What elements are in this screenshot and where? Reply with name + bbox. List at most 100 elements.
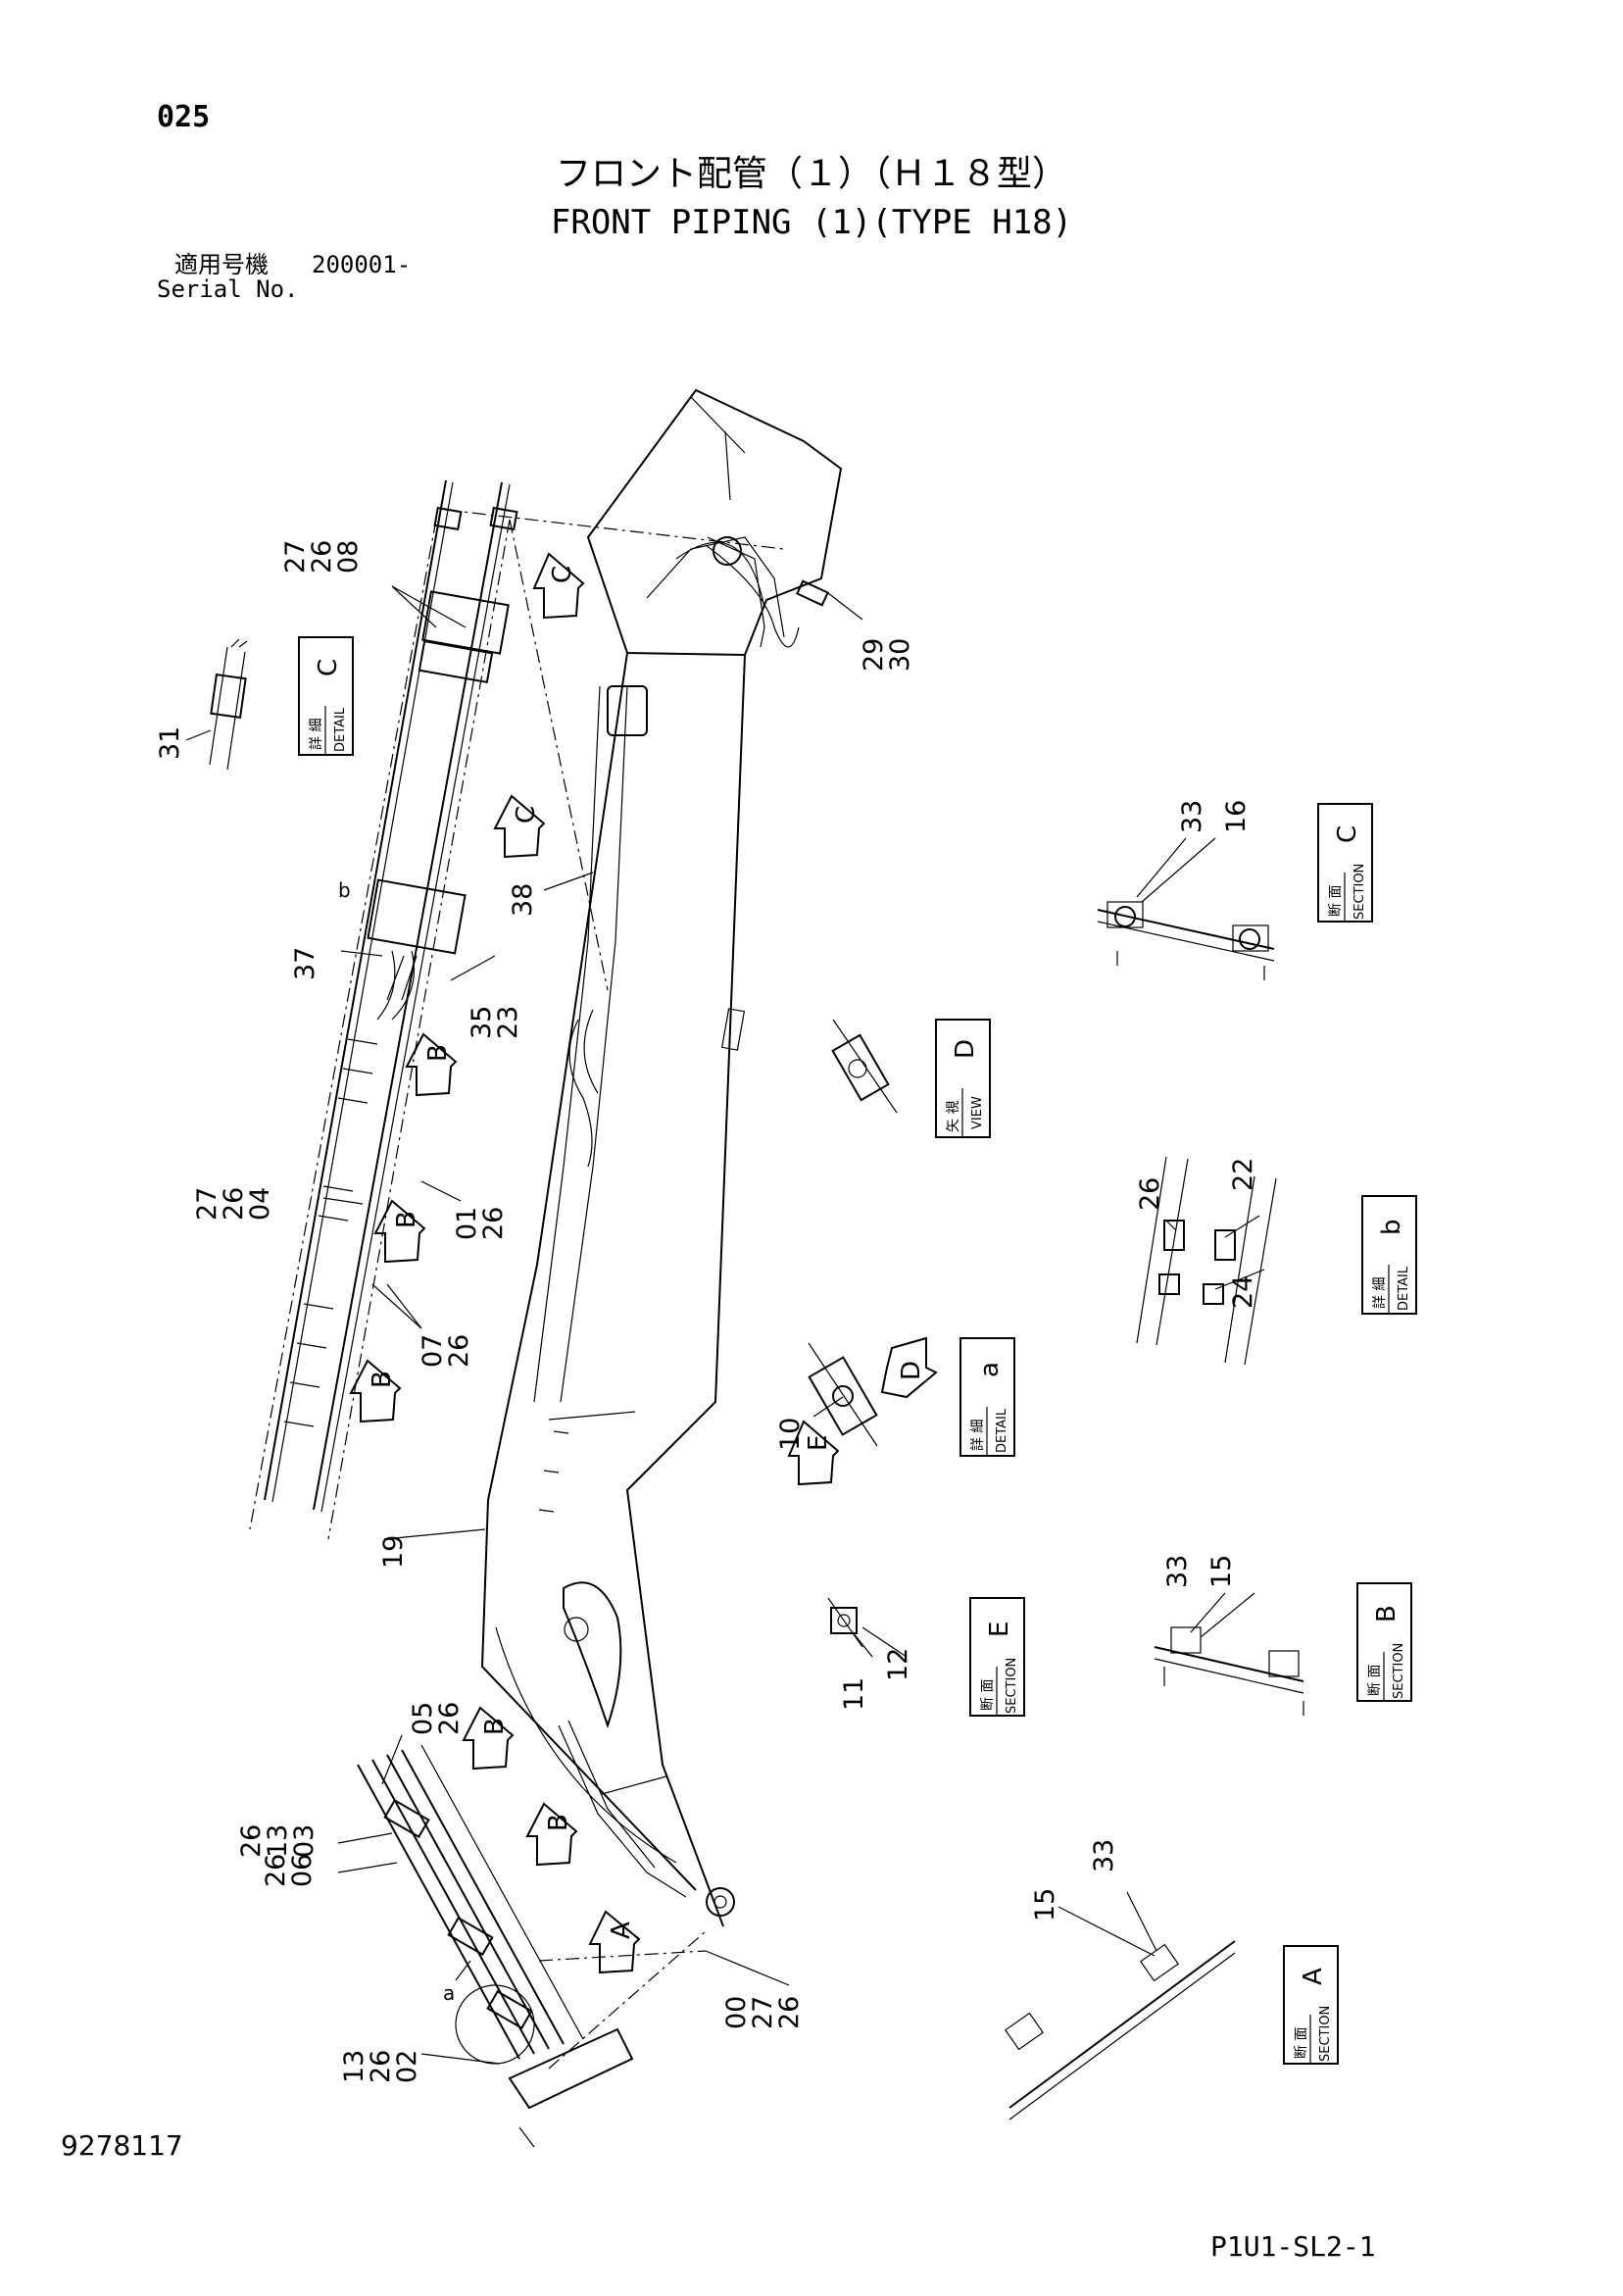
svg-text:C: C bbox=[512, 806, 541, 824]
svg-text:b: b bbox=[1377, 1219, 1406, 1235]
detail-c-sketch bbox=[209, 638, 248, 771]
svg-text:26: 26 bbox=[478, 1207, 509, 1240]
leader-lines bbox=[185, 585, 1265, 2065]
label-detail-a: 詳 細 DETAIL a bbox=[959, 1337, 1015, 1457]
detail-a-sketch bbox=[808, 1342, 878, 1447]
title-japanese: フロント配管（１）（Ｈ１８型） bbox=[555, 154, 1067, 194]
callout-10: 10 bbox=[775, 1418, 806, 1451]
view-arrow-d: D bbox=[880, 1336, 938, 1399]
section-c-sketch bbox=[1097, 901, 1275, 980]
svg-text:01: 01 bbox=[452, 1207, 482, 1240]
view-arrow-c-1: C bbox=[532, 552, 585, 620]
detail-b-sketch bbox=[1136, 1156, 1277, 1366]
svg-text:VIEW: VIEW bbox=[970, 1096, 985, 1129]
serial-label-english: Serial No. bbox=[157, 275, 299, 303]
view-arrow-b-1: B bbox=[405, 1032, 458, 1097]
serial-label-japanese: 適用号機 bbox=[174, 251, 269, 278]
title-english: FRONT PIPING (1)(TYPE H18) bbox=[550, 203, 1073, 242]
label-detail-c: 詳 細 DETAIL C bbox=[298, 636, 354, 756]
svg-text:D: D bbox=[897, 1361, 926, 1380]
svg-text:A: A bbox=[607, 1922, 636, 1939]
callout-27-26-04: 27 26 04 bbox=[192, 1187, 275, 1221]
svg-text:B: B bbox=[544, 1814, 573, 1831]
svg-text:13: 13 bbox=[339, 2050, 369, 2083]
svg-text:矢 視: 矢 視 bbox=[946, 1101, 961, 1132]
svg-text:00: 00 bbox=[721, 1996, 752, 2029]
label-section-e: 断 面 SECTION E bbox=[969, 1597, 1025, 1717]
svg-text:B: B bbox=[1372, 1605, 1402, 1622]
callout-33-15-b: 33 15 bbox=[1162, 1555, 1237, 1588]
view-arrow-a: A bbox=[588, 1910, 641, 1974]
svg-text:B: B bbox=[423, 1044, 453, 1062]
label-view-d: 矢 視 VIEW D bbox=[935, 1019, 991, 1138]
view-d-sketch bbox=[831, 1019, 898, 1114]
document-number: 9278117 bbox=[61, 2129, 183, 2162]
svg-text:a: a bbox=[443, 1981, 455, 2005]
svg-text:27: 27 bbox=[280, 540, 311, 574]
callout-33-16: 33 16 bbox=[1177, 800, 1252, 833]
svg-text:04: 04 bbox=[245, 1187, 275, 1221]
svg-text:10: 10 bbox=[775, 1418, 806, 1451]
view-arrow-e: E bbox=[787, 1420, 840, 1486]
label-section-a: 断 面 SECTION A bbox=[1283, 1945, 1339, 2065]
svg-text:SECTION: SECTION bbox=[1318, 2006, 1333, 2062]
svg-text:SECTION: SECTION bbox=[1392, 1643, 1406, 1699]
svg-text:22: 22 bbox=[1228, 1158, 1258, 1191]
svg-text:27: 27 bbox=[192, 1187, 222, 1221]
svg-text:03: 03 bbox=[289, 1824, 320, 1858]
view-arrow-b-5: B bbox=[525, 1802, 578, 1867]
svg-text:断 面: 断 面 bbox=[1367, 1665, 1383, 1696]
svg-text:35: 35 bbox=[467, 1006, 497, 1039]
svg-text:断 面: 断 面 bbox=[1328, 885, 1344, 917]
svg-text:30: 30 bbox=[885, 638, 915, 672]
svg-text:断 面: 断 面 bbox=[980, 1679, 996, 1711]
svg-text:SECTION: SECTION bbox=[1005, 1658, 1019, 1714]
lower-tube-assembly bbox=[357, 1744, 707, 2148]
svg-text:C: C bbox=[1333, 825, 1362, 843]
page-code: P1U1-SL2-1 bbox=[1210, 2230, 1376, 2263]
label-section-c: 断 面 SECTION C bbox=[1317, 803, 1373, 923]
svg-text:A: A bbox=[1299, 1968, 1328, 1985]
svg-text:08: 08 bbox=[333, 540, 364, 574]
svg-text:19: 19 bbox=[378, 1535, 409, 1569]
callout-27-26-08: 27 26 08 bbox=[280, 540, 364, 574]
svg-text:02: 02 bbox=[392, 2050, 422, 2083]
view-arrow-b-2: B bbox=[373, 1199, 426, 1264]
label-detail-b: 詳 細 DETAIL b bbox=[1361, 1195, 1417, 1315]
svg-text:06: 06 bbox=[287, 1854, 318, 1887]
svg-text:C: C bbox=[314, 659, 343, 676]
section-a-sketch bbox=[1004, 1940, 1236, 2121]
page-number: 025 bbox=[157, 100, 211, 134]
callout-05-26: 05 26 bbox=[408, 1702, 465, 1735]
view-arrow-b-3: B bbox=[349, 1359, 402, 1423]
svg-text:B: B bbox=[480, 1718, 510, 1735]
svg-text:29: 29 bbox=[859, 638, 889, 672]
svg-text:31: 31 bbox=[155, 726, 185, 760]
svg-text:詳 細: 詳 細 bbox=[970, 1420, 986, 1451]
svg-text:26: 26 bbox=[261, 1854, 291, 1887]
svg-text:13: 13 bbox=[263, 1824, 293, 1858]
svg-text:詳 細: 詳 細 bbox=[309, 719, 324, 750]
svg-text:B: B bbox=[368, 1371, 397, 1388]
callout-29-30: 29 30 bbox=[859, 638, 915, 672]
callout-19: 19 bbox=[378, 1535, 409, 1569]
callout-00-27-26: 00 27 26 bbox=[721, 1996, 805, 2029]
svg-text:38: 38 bbox=[508, 883, 538, 917]
svg-text:33: 33 bbox=[1177, 800, 1207, 833]
callout-15-33: 15 33 bbox=[1030, 1839, 1119, 1922]
callout-37: 37 bbox=[290, 947, 320, 980]
svg-text:a: a bbox=[975, 1362, 1005, 1377]
svg-text:26: 26 bbox=[236, 1824, 267, 1858]
section-e-sketch bbox=[827, 1597, 863, 1648]
svg-text:E: E bbox=[804, 1435, 833, 1451]
svg-text:23: 23 bbox=[493, 1006, 523, 1039]
svg-text:26: 26 bbox=[1135, 1177, 1165, 1211]
svg-text:26: 26 bbox=[307, 540, 337, 574]
svg-text:SECTION: SECTION bbox=[1352, 864, 1367, 920]
svg-text:16: 16 bbox=[1221, 800, 1252, 833]
callout-07-26: 07 26 bbox=[418, 1334, 474, 1368]
svg-text:11: 11 bbox=[839, 1677, 869, 1711]
svg-text:詳 細: 詳 細 bbox=[1372, 1277, 1388, 1309]
svg-text:E: E bbox=[985, 1622, 1014, 1637]
